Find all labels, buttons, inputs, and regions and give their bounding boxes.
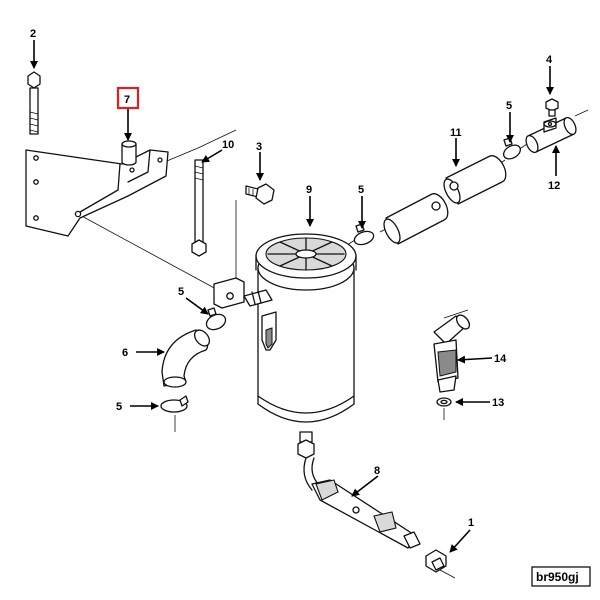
callout-13: 13 <box>492 397 504 409</box>
callout-5-upper: 5 <box>358 184 364 196</box>
callout-6: 6 <box>122 347 128 359</box>
filter-canister <box>213 233 357 459</box>
callout-12: 12 <box>548 180 560 192</box>
fitting-part-1 <box>425 549 447 573</box>
callout-4: 4 <box>546 54 553 66</box>
callout-8: 8 <box>374 465 380 477</box>
elbow-hose-part <box>161 329 211 388</box>
figure-reference-box: br950gj <box>531 566 591 587</box>
callout-5-left: 5 <box>178 286 184 298</box>
callout-5-lower: 5 <box>116 401 122 413</box>
callout-11: 11 <box>450 127 462 139</box>
spacer-part <box>121 140 137 166</box>
callout-2: 2 <box>30 28 36 40</box>
figure-reference-label: br950gj <box>536 570 579 584</box>
callout-5-right: 5 <box>506 100 512 112</box>
callout-9: 9 <box>306 184 312 196</box>
callout-labels: 2 7 10 3 9 5 11 5 4 12 5 6 5 8 1 14 13 <box>30 28 560 529</box>
callout-arrows <box>30 40 560 553</box>
callout-7: 7 <box>124 94 130 106</box>
small-bolt-part <box>245 183 275 205</box>
callout-1: 1 <box>468 517 474 529</box>
callout-7-highlight-box <box>116 86 140 110</box>
long-bolt-part <box>27 71 41 135</box>
long-bolt-10-part <box>191 159 207 257</box>
elbow-fitting-part <box>433 314 471 407</box>
tee-fitting-part <box>525 98 577 154</box>
fuel-line-part <box>303 457 421 549</box>
callout-14: 14 <box>494 353 507 365</box>
mounting-bracket <box>25 149 169 237</box>
callout-10: 10 <box>222 139 234 151</box>
tube-part-11 <box>383 155 507 245</box>
callout-3: 3 <box>256 141 262 153</box>
